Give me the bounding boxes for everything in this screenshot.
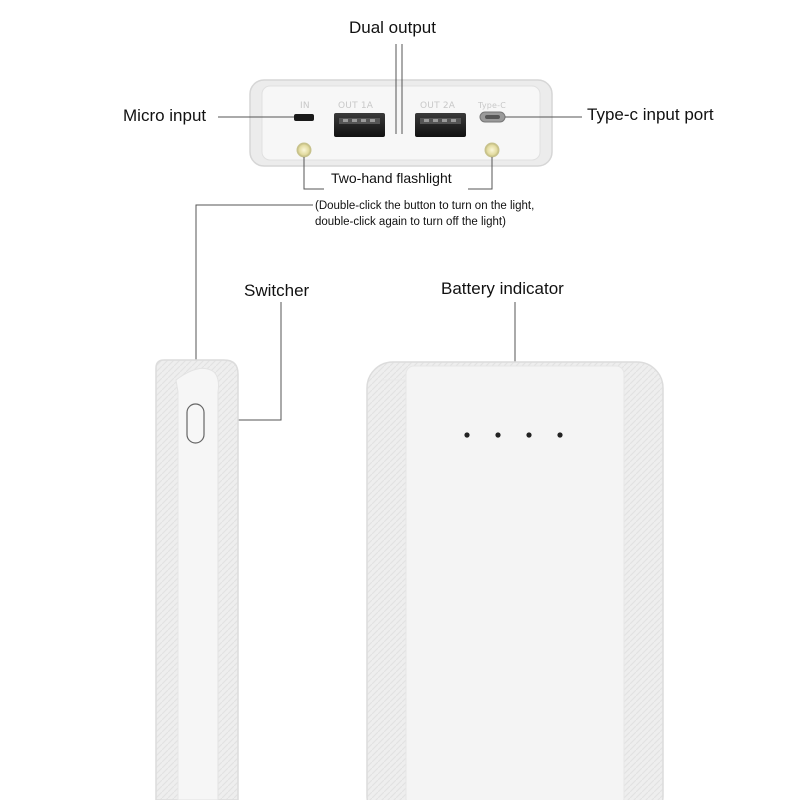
usb-out-2a-port bbox=[415, 113, 466, 137]
callout-dual-output: Dual output bbox=[349, 18, 436, 37]
port-label-in: IN bbox=[300, 101, 310, 111]
flashlight-left-lens bbox=[296, 142, 312, 158]
usb-out-1a-port bbox=[334, 113, 385, 137]
flashlight-right-lens bbox=[484, 142, 500, 158]
port-label-type-c: Type-C bbox=[478, 101, 507, 110]
switcher-button bbox=[186, 403, 205, 444]
battery-led-1 bbox=[464, 432, 470, 438]
top-end-view bbox=[249, 79, 553, 167]
callout-battery-indicator: Battery indicator bbox=[441, 279, 564, 298]
callout-micro-input: Micro input bbox=[123, 106, 207, 125]
side-view bbox=[155, 359, 239, 800]
micro-usb-port bbox=[294, 114, 314, 121]
callout-switcher: Switcher bbox=[244, 281, 310, 300]
callout-two-hand-flashlight: Two-hand flashlight bbox=[331, 170, 452, 186]
battery-led-2 bbox=[495, 432, 501, 438]
leader-lines bbox=[195, 44, 582, 421]
callout-type-c-input-port: Type-c input port bbox=[587, 105, 714, 124]
flashlight-note-line-2: double-click again to turn off the light… bbox=[315, 216, 506, 228]
flashlight-note-line-1: (Double-click the button to turn on the … bbox=[315, 200, 535, 212]
front-view bbox=[366, 361, 664, 800]
port-label-out-1a: OUT 1A bbox=[338, 101, 374, 111]
battery-led-4 bbox=[557, 432, 563, 438]
port-label-out-2a: OUT 2A bbox=[420, 101, 456, 111]
battery-led-3 bbox=[526, 432, 532, 438]
